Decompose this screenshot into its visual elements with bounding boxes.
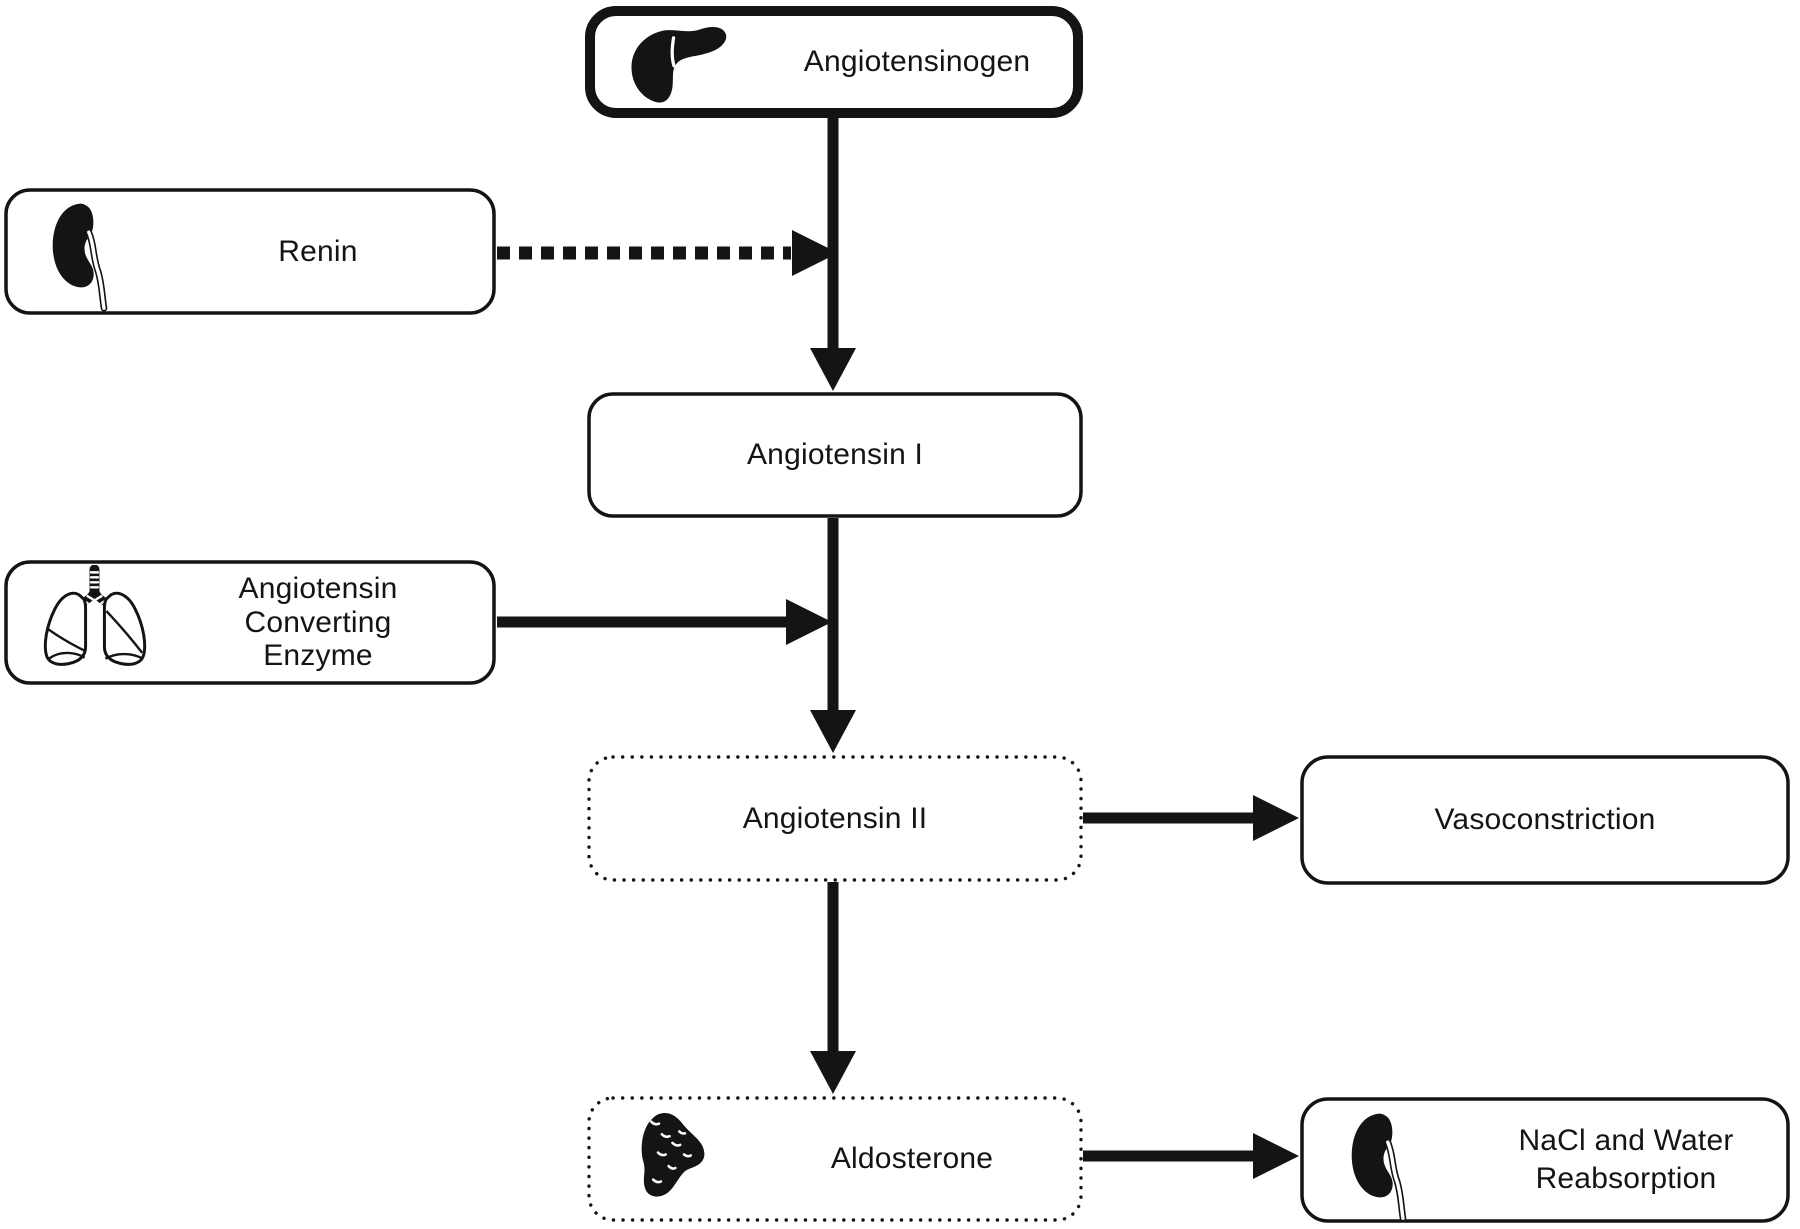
node-label: Angiotensin I <box>746 438 924 472</box>
node-renin: Renin <box>4 188 496 315</box>
arrow-angiotensin-i-to-angiotensin-ii <box>810 518 856 753</box>
vasoconstriction-box-outline <box>1300 755 1790 885</box>
node-ace: Angiotensin Converting Enzyme <box>4 560 496 685</box>
node-label: Angiotensin II <box>742 801 928 835</box>
angiotensin-ii-box-outline <box>587 755 1083 882</box>
angiotensin-i-box-outline <box>587 392 1083 518</box>
node-label-line: Angiotensin <box>238 572 398 606</box>
node-label: Renin <box>278 234 358 268</box>
kidney-icon <box>46 198 124 312</box>
node-angiotensinogen: Angiotensinogen <box>585 6 1083 118</box>
ace-box-outline <box>4 560 496 685</box>
node-vasoconstriction: Vasoconstriction <box>1300 755 1790 885</box>
kidney-icon <box>1345 1108 1423 1222</box>
node-label: Angiotensin Converting Enzyme <box>239 572 398 673</box>
node-label: NaCl and Water Reabsorption <box>1518 1122 1733 1198</box>
adrenal-gland-icon <box>630 1108 712 1200</box>
arrow-aldosterone-to-nacl <box>1083 1133 1299 1179</box>
arrow-renin-dashed <box>497 230 838 276</box>
angiotensinogen-box-outline <box>585 6 1083 118</box>
node-label-line: NaCl and Water <box>1518 1123 1734 1157</box>
node-angiotensin-i: Angiotensin I <box>587 392 1083 518</box>
node-angiotensin-ii: Angiotensin II <box>587 755 1083 882</box>
node-label: Angiotensinogen <box>803 45 1031 79</box>
arrow-angiotensin-ii-to-aldosterone <box>810 882 856 1094</box>
arrow-angiotensin-ii-to-vasoconstriction <box>1083 795 1299 841</box>
liver-icon <box>622 22 740 106</box>
node-aldosterone: Aldosterone <box>587 1096 1083 1222</box>
arrow-ace <box>497 599 832 645</box>
nacl-box-outline <box>1300 1097 1790 1223</box>
node-label-line: Enzyme <box>263 639 373 673</box>
node-nacl-water-reabsorption: NaCl and Water Reabsorption <box>1300 1097 1790 1223</box>
renin-box-outline <box>4 188 496 315</box>
lungs-icon <box>33 565 157 673</box>
arrow-angiotensinogen-to-angiotensin-i <box>810 118 856 391</box>
node-label-line: Converting <box>244 605 392 639</box>
node-label: Vasoconstriction <box>1434 803 1656 837</box>
aldosterone-box-outline <box>587 1096 1083 1222</box>
node-label-line: Reabsorption <box>1535 1162 1717 1195</box>
node-label: Aldosterone <box>830 1142 994 1176</box>
